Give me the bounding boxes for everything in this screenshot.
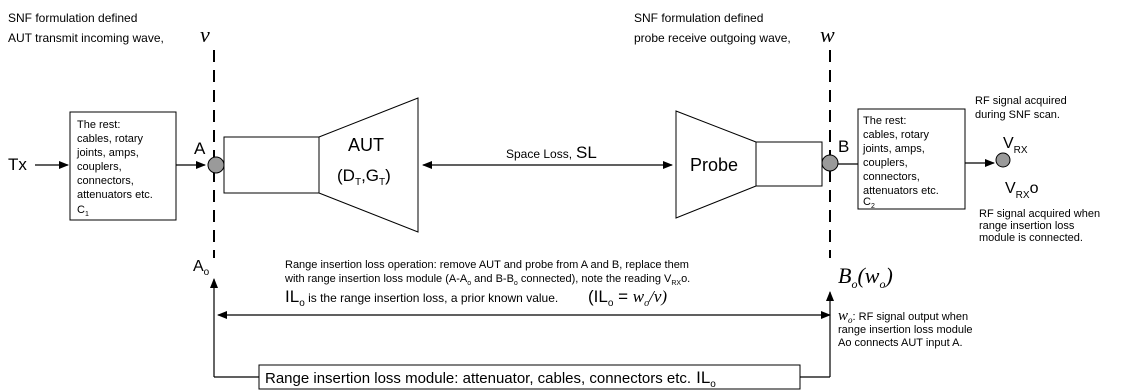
formula: (ILo = wo/v): [588, 287, 667, 309]
symbol-v: v: [200, 22, 210, 47]
rf-scan-line2: during SNF scan.: [975, 109, 1060, 121]
right-box-line: connectors,: [863, 171, 920, 183]
module-box: [258, 364, 801, 390]
top-left-line2: AUT transmit incoming wave,: [8, 31, 164, 45]
connector-a: [207, 156, 225, 174]
operation-line2: with range insertion loss module (A-Ao a…: [284, 273, 690, 287]
aut-waveguide: [223, 136, 320, 194]
operation-line3: ILo is the range insertion loss, a prior…: [285, 287, 558, 309]
left-box-line: connectors,: [77, 175, 134, 187]
left-box-c-label: C1: [77, 204, 89, 218]
rf-scan-line1: RF signal acquired: [975, 95, 1067, 107]
rf-module-line3: module is connected.: [979, 232, 1083, 244]
probe-waveguide: [755, 141, 823, 187]
a-o-label: Ao: [193, 258, 210, 278]
right-box-c-label: C2: [863, 196, 875, 210]
rf-module-line1: RF signal acquired when: [979, 208, 1100, 220]
aut-horn: [318, 97, 419, 233]
right-box-line: cables, rotary: [863, 129, 930, 141]
right-box-line: The rest:: [863, 115, 906, 127]
vrx-label: VRX: [1003, 135, 1028, 156]
wo-note-line1: wo: RF signal output when: [838, 308, 968, 325]
right-rest-box: [857, 108, 966, 210]
left-box-line: joints, amps,: [76, 147, 139, 159]
left-box-line: attenuators etc.: [77, 189, 153, 201]
right-box-line: joints, amps,: [862, 143, 925, 155]
left-box-line: cables, rotary: [77, 133, 144, 145]
operation-line1: Range insertion loss operation: remove A…: [285, 259, 689, 271]
point-a-label: A: [194, 139, 206, 158]
symbol-w: w: [820, 22, 835, 47]
probe-label: Probe: [690, 155, 738, 175]
aut-params: (DT,GT): [337, 166, 391, 188]
top-left-line1: SNF formulation defined: [8, 11, 137, 25]
left-box-line: The rest:: [77, 119, 120, 131]
space-loss-symbol: SL: [576, 143, 597, 162]
right-box-line: couplers,: [863, 157, 908, 169]
right-box-line: attenuators etc.: [863, 185, 939, 197]
wo-note-line2: range insertion loss module: [838, 324, 973, 336]
left-box-line: couplers,: [77, 161, 122, 173]
tx-label: Tx: [8, 155, 27, 174]
vrx-port: [995, 152, 1011, 168]
top-right-line1: SNF formulation defined: [634, 11, 763, 25]
top-right-line2: probe receive outgoing wave,: [634, 31, 791, 45]
b-o-label: Bo(wo): [838, 263, 893, 291]
left-rest-box: [69, 111, 177, 221]
module-box-text: Range insertion loss module: attenuator,…: [265, 368, 716, 390]
rf-module-line2: range insertion loss: [979, 220, 1075, 232]
connector-b: [821, 154, 839, 172]
wo-note-line3: Ao connects AUT input A.: [838, 337, 963, 349]
vrx-o-label: VRXo: [1005, 180, 1039, 201]
space-loss-label: Space Loss,: [506, 147, 572, 161]
point-b-label: B: [838, 137, 849, 156]
aut-title: AUT: [348, 135, 384, 155]
